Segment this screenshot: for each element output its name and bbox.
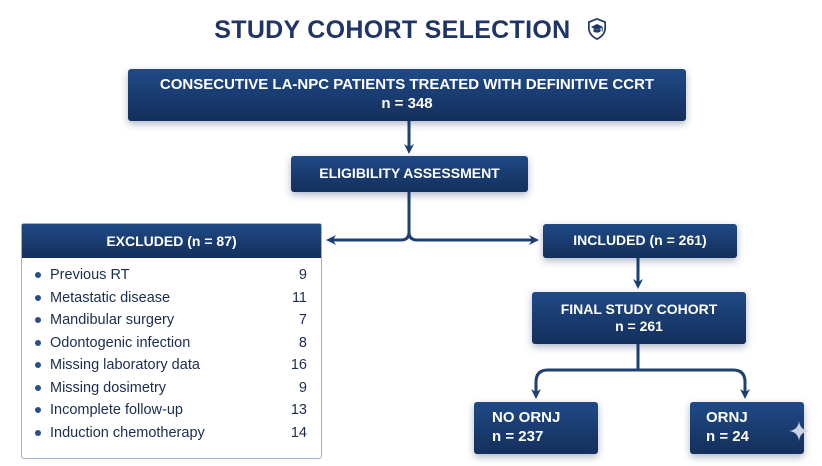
bullet-icon [35, 272, 41, 279]
excluded-item-label: Incomplete follow-up [50, 402, 183, 419]
box-ornj: ORNJ n = 24 [690, 402, 804, 454]
excluded-item-count: 8 [298, 334, 307, 351]
excluded-item-label: Odontogenic infection [50, 334, 191, 351]
excluded-item-count: 11 [291, 289, 307, 306]
title-text: STUDY COHORT SELECTION [214, 16, 571, 44]
box-consecutive-patients: CONSECUTIVE LA-NPC PATIENTS TREATED WITH… [128, 69, 686, 121]
excluded-panel: EXCLUDED (n = 87) Previous RT 9 Metastati… [21, 223, 322, 459]
excluded-header: EXCLUDED (n = 87) [22, 224, 321, 258]
excluded-item-count: 16 [290, 357, 307, 374]
ornj-count: n = 24 [706, 428, 749, 445]
excluded-item: Incomplete follow-up 13 [22, 399, 321, 422]
excluded-item: Metastatic disease 11 [22, 287, 321, 310]
excluded-item: Previous RT 9 [22, 264, 321, 287]
box-included: INCLUDED (n = 261) [543, 224, 737, 258]
excluded-item-label: Induction chemotherapy [50, 424, 205, 441]
arrow-to-ornj [636, 368, 750, 399]
excluded-item-label: Missing dosimetry [50, 379, 167, 396]
excluded-item-count: 14 [290, 424, 307, 441]
bullet-icon [35, 407, 41, 414]
excluded-item: Induction chemotherapy 14 [22, 422, 321, 445]
ornj-label: ORNJ [706, 409, 748, 427]
included-label: INCLUDED (n = 261) [573, 232, 707, 249]
no-ornj-count: n = 237 [492, 428, 544, 445]
excluded-item-count: 7 [298, 312, 307, 329]
excluded-item-count: 13 [290, 402, 307, 419]
consecutive-label: CONSECUTIVE LA-NPC PATIENTS TREATED WITH… [159, 76, 655, 94]
excluded-item-label: Mandibular surgery [50, 312, 175, 329]
excluded-item-label: Missing laboratory data [50, 357, 200, 374]
final-count: n = 261 [615, 318, 663, 334]
sparkle-icon [788, 420, 810, 447]
excluded-item-label: Metastatic disease [50, 289, 171, 306]
consecutive-count: n = 348 [381, 95, 433, 112]
bullet-icon [35, 362, 41, 369]
bullet-icon [35, 317, 41, 324]
bullet-icon [35, 384, 41, 391]
bullet-icon [35, 294, 41, 301]
final-label: FINAL STUDY COHORT [560, 300, 718, 317]
arrow-to-included [407, 230, 539, 245]
bullet-icon [35, 339, 41, 346]
excluded-item: Missing dosimetry 9 [22, 377, 321, 400]
excluded-item: Missing laboratory data 16 [22, 354, 321, 377]
no-ornj-label: NO ORNJ [492, 409, 561, 427]
shield-graduation-cap-icon [586, 17, 608, 48]
excluded-list: Previous RT 9 Metastatic disease 11 Mandib… [22, 258, 321, 444]
page-title: STUDY COHORT SELECTION [0, 16, 822, 48]
arrow-to-no-ornj [531, 368, 640, 399]
excluded-item: Mandibular surgery 7 [22, 309, 321, 332]
box-final-study-cohort: FINAL STUDY COHORT n = 261 [532, 292, 746, 344]
bullet-icon [35, 429, 41, 436]
excluded-item-count: 9 [298, 379, 307, 396]
excluded-item-label: Previous RT [50, 267, 130, 284]
eligibility-label: ELIGIBILITY ASSESSMENT [319, 165, 500, 182]
excluded-item-count: 9 [298, 267, 307, 284]
excluded-item: Odontogenic infection 8 [22, 332, 321, 355]
box-eligibility-assessment: ELIGIBILITY ASSESSMENT [291, 156, 528, 192]
box-no-ornj: NO ORNJ n = 237 [474, 402, 598, 454]
